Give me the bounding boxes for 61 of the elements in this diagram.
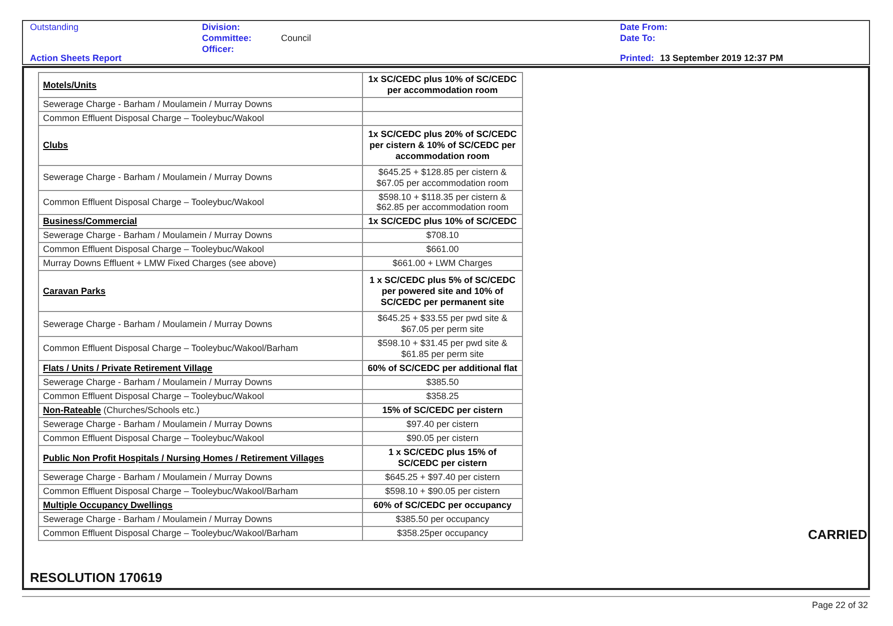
table-cell: $661.00 + LWM Charges bbox=[362, 256, 522, 271]
table-cell: $598.10 + $31.45 per pwd site & $61.85 per perm site bbox=[362, 336, 522, 361]
table-cell: $645.25 + $33.55 per pwd site & $67.05 per perm site bbox=[362, 312, 522, 336]
table-cell: Common Effluent Disposal Charge – Tooleybuc/Wakool bbox=[38, 432, 362, 446]
charge-formula: 1 x SC/CEDC plus 5% of SC/CEDC per powered site and 10% of SC/CEDC per permanent site bbox=[362, 270, 522, 312]
category-heading: Flats / Units / Private Retirement Village bbox=[38, 360, 362, 376]
table-cell: Sewerage Charge - Barham / Moulamein / Murray Downs bbox=[38, 228, 362, 243]
table-cell: $661.00 bbox=[362, 242, 522, 257]
table-cell: $97.40 per cistern bbox=[362, 418, 522, 432]
category-heading: Public Non Profit Hospitals / Nursing Homes / Retirement Villages bbox=[38, 446, 362, 470]
table-cell: $645.25 + $128.85 per cistern & $67.05 per accommodation room bbox=[362, 166, 522, 190]
charge-formula: 1x SC/CEDC plus 20% of SC/CEDC per cistern & 10% of SC/CEDC per accommodation room bbox=[362, 126, 522, 166]
table-cell: Sewerage Charge - Barham / Moulamein / Murray Downs bbox=[38, 312, 362, 336]
table-cell: Sewerage Charge - Barham / Moulamein / Murray Downs bbox=[38, 376, 362, 390]
table-cell: Sewerage Charge - Barham / Moulamein / Murray Downs bbox=[38, 470, 362, 484]
table-cell: $90.05 per cistern bbox=[362, 432, 522, 446]
table-cell: Common Effluent Disposal Charge – Tooleybuc/Wakool bbox=[38, 112, 362, 126]
table-cell: $645.25 + $97.40 per cistern bbox=[362, 470, 522, 484]
field-value: Council bbox=[281, 33, 312, 43]
page-number: Page 22 of 32 bbox=[812, 600, 868, 610]
table-cell: Common Effluent Disposal Charge – Tooleybuc/Wakool/Barham bbox=[38, 526, 362, 540]
table-cell: Sewerage Charge - Barham / Moulamein / Murray Downs bbox=[38, 512, 362, 526]
table-cell: $358.25 bbox=[362, 390, 522, 404]
category-heading: Non-Rateable (Churches/Schools etc.) bbox=[38, 404, 362, 418]
table-cell: $598.10 + $118.35 per cistern & $62.85 per accommodation room bbox=[362, 190, 522, 215]
category-heading: Multiple Occupancy Dwellings bbox=[38, 498, 362, 512]
field-label: Date To: bbox=[620, 33, 656, 43]
category-heading: Business/Commercial bbox=[38, 214, 362, 229]
table-cell: Common Effluent Disposal Charge – Tooleybuc/Wakool/Barham bbox=[38, 336, 362, 361]
status-text: Outstanding bbox=[30, 22, 79, 32]
charge-formula: 60% of SC/CEDC per occupancy bbox=[362, 498, 522, 512]
table-cell: Sewerage Charge - Barham / Moulamein / Murray Downs bbox=[38, 98, 362, 112]
resolution-heading: RESOLUTION 170619 bbox=[30, 570, 162, 585]
field-label: Date From: bbox=[620, 22, 668, 32]
field-label: Printed: bbox=[620, 53, 654, 63]
table-cell: $708.10 bbox=[362, 228, 522, 243]
table-cell: Common Effluent Disposal Charge – Tooleybuc/Wakool bbox=[38, 190, 362, 215]
charge-formula: 15% of SC/CEDC per cistern bbox=[362, 404, 522, 418]
table-cell: Sewerage Charge - Barham / Moulamein / Murray Downs bbox=[38, 166, 362, 190]
table-cell: Common Effluent Disposal Charge – Tooleybuc/Wakool bbox=[38, 390, 362, 404]
table-cell: $358.25per occupancy bbox=[362, 526, 522, 540]
charge-formula: 1x SC/CEDC plus 10% of SC/CEDC per accommodation room bbox=[362, 72, 522, 98]
category-heading: Caravan Parks bbox=[38, 270, 362, 312]
table-cell: $598.10 + $90.05 per cistern bbox=[362, 484, 522, 498]
table-cell: Common Effluent Disposal Charge – Tooleybuc/Wakool/Barham bbox=[38, 484, 362, 498]
status-text: CARRIED bbox=[808, 527, 868, 542]
table-cell: $385.50 bbox=[362, 376, 522, 390]
charge-formula: 60% of SC/CEDC per additional flat bbox=[362, 360, 522, 376]
field-label: Officer: bbox=[202, 44, 234, 54]
charge-formula: 1 x SC/CEDC plus 15% of SC/CEDC per cistern bbox=[362, 446, 522, 470]
field-label: Division: bbox=[202, 22, 240, 32]
table-cell: Sewerage Charge - Barham / Moulamein / Murray Downs bbox=[38, 418, 362, 432]
table-cell: Murray Downs Effluent + LMW Fixed Charges (see above) bbox=[38, 256, 362, 271]
charge-formula: 1x SC/CEDC plus 10% of SC/CEDC bbox=[362, 214, 522, 229]
field-label: Committee: bbox=[202, 33, 252, 43]
field-value: 13 September 2019 12:37 PM bbox=[660, 53, 784, 63]
category-heading: Motels/Units bbox=[38, 72, 362, 98]
category-heading: Clubs bbox=[38, 126, 362, 166]
table-cell: $385.50 per occupancy bbox=[362, 512, 522, 526]
report-title: Action Sheets Report bbox=[30, 53, 122, 63]
table-cell: Common Effluent Disposal Charge – Tooleybuc/Wakool bbox=[38, 242, 362, 257]
